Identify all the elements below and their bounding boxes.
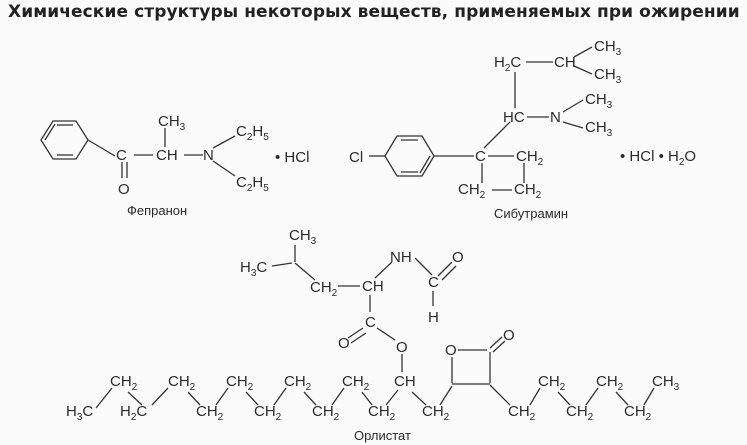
sibutramine-ring-ch2-c: CH2 <box>514 181 542 201</box>
fepranon-salt: • HCl <box>275 149 309 166</box>
orlistat-chain-ch2-2: CH2 <box>168 373 196 393</box>
orlistat-chain-ch2-1: CH2 <box>110 373 138 393</box>
orlistat-formyl-c: C <box>428 274 439 291</box>
sibutramine-hc: HC <box>503 109 525 126</box>
sibutramine-chlorine: Cl <box>349 149 363 166</box>
orlistat-chain-ch2-8: CH2 <box>342 373 370 393</box>
sibutramine-n-methyl-2: CH3 <box>585 119 613 139</box>
orlistat-ester-o: O <box>396 339 408 356</box>
fepranon-nitrogen: N <box>203 147 214 164</box>
orlistat-chain-ch2-6: CH2 <box>284 373 312 393</box>
orlistat-chain-ch2-14: CH2 <box>596 373 624 393</box>
orlistat-chain-ch2-9: CH2 <box>368 403 396 423</box>
figure-title: Химические структуры некоторых веществ, … <box>8 2 740 22</box>
orlistat-chain-h3c: H3C <box>66 403 93 423</box>
fepranon-methyl: CH3 <box>158 113 186 133</box>
sibutramine-quaternary-c: C <box>475 148 486 165</box>
orlistat-ring-o: O <box>445 342 457 359</box>
orlistat-chain-ch2-15: CH2 <box>624 403 652 423</box>
orlistat-alpha-ch: CH <box>362 278 384 295</box>
sibutramine-salt: • HCl • H2O <box>620 148 696 168</box>
fepranon-ch: CH <box>156 147 178 164</box>
orlistat-chain-ch2-4: CH2 <box>226 373 254 393</box>
sibutramine-h2c: H2C <box>494 54 521 74</box>
orlistat-leucine-ch2: CH2 <box>310 279 338 299</box>
fepranon-benzene-ring <box>40 120 89 160</box>
orlistat-formyl-h: H <box>428 309 439 326</box>
orlistat-structure: CH3 H3C CH2 CH NH C O H C O O <box>66 227 680 443</box>
sibutramine-ring-ch2-a: CH2 <box>516 148 544 168</box>
orlistat-chain-ch2-10: CH2 <box>422 403 450 423</box>
orlistat-chain-ch2-12: CH2 <box>538 373 566 393</box>
orlistat-ester-double-o: O <box>338 335 350 352</box>
orlistat-chain-bonds-1 <box>95 387 113 409</box>
sibutramine-ring-ch2-b: CH2 <box>458 181 486 201</box>
sibutramine-structure: Cl C CH2 CH2 CH2 HC N CH3 CH3 <box>349 38 696 221</box>
fepranon-ethyl-1: C2H5 <box>236 123 269 143</box>
sibutramine-nitrogen: N <box>550 109 561 126</box>
orlistat-ester-c: C <box>365 314 376 331</box>
orlistat-chain-ch2-13: CH2 <box>566 403 594 423</box>
orlistat-chain-terminal-ch3: CH3 <box>652 373 680 393</box>
orlistat-h3c: H3C <box>240 259 267 279</box>
orlistat-chain-ch: CH <box>394 373 416 390</box>
orlistat-chain-ch2-5: CH2 <box>254 403 282 423</box>
sibutramine-isobutyl-ch: CH <box>554 54 576 71</box>
orlistat-chain-ch2-7: CH2 <box>312 403 340 423</box>
orlistat-top-methyl: CH3 <box>289 227 317 247</box>
orlistat-caption: Орлистат <box>354 428 411 443</box>
orlistat-nh: NH <box>390 249 412 266</box>
fepranon-carbonyl-c: C <box>116 147 127 164</box>
fepranon-caption: Фепранон <box>127 203 187 218</box>
sibutramine-caption: Сибутрамин <box>494 206 568 221</box>
orlistat-chain-ch2-3: CH2 <box>196 403 224 423</box>
orlistat-lactone-o: O <box>503 327 515 344</box>
sibutramine-isopropyl-methyl-1: CH3 <box>594 38 622 58</box>
sibutramine-isopropyl-methyl-2: CH3 <box>594 66 622 86</box>
orlistat-chain-h2c-1: H2C <box>120 403 147 423</box>
fepranon-structure: C O CH CH3 N C2H5 C2H5 • HCl Фепранон <box>40 113 309 218</box>
orlistat-formyl-o: O <box>452 249 464 266</box>
fepranon-ethyl-2: C2H5 <box>236 174 269 194</box>
orlistat-chain-ch2-11: CH2 <box>508 403 536 423</box>
fepranon-oxygen: O <box>118 181 130 198</box>
sibutramine-n-methyl-1: CH3 <box>585 91 613 111</box>
sibutramine-benzene-ring <box>384 135 435 177</box>
